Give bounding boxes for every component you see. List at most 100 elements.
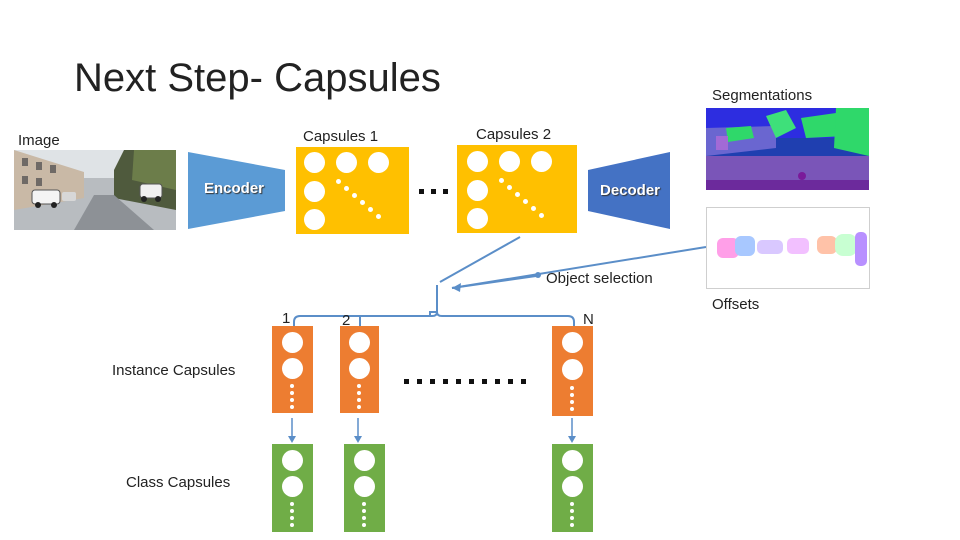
ellipsis-dot <box>344 186 349 191</box>
capsule-circle <box>467 208 488 229</box>
ellipsis-dot <box>362 509 366 513</box>
instance-index-2: 2 <box>342 312 351 329</box>
ellipsis-dot <box>290 516 294 520</box>
connector-lines <box>293 236 707 326</box>
ellipsis-dot <box>570 509 574 513</box>
decoder-label: Decoder <box>600 182 661 199</box>
ellipsis-dot <box>531 206 536 211</box>
ellipsis-dot <box>570 502 574 506</box>
ellipsis-dot <box>482 379 487 384</box>
ellipsis-dot <box>417 379 422 384</box>
ellipsis-dot <box>508 379 513 384</box>
ellipsis-dot <box>357 384 361 388</box>
instance-capsule-2 <box>340 326 379 413</box>
capsule-circle <box>531 151 552 172</box>
ellipsis-dot <box>570 516 574 520</box>
ellipsis-dot <box>521 379 526 384</box>
object-selection-point <box>535 272 541 278</box>
ellipsis-dot <box>570 386 574 390</box>
capsule-circle <box>354 450 375 471</box>
image-label: Image <box>18 132 60 149</box>
ellipsis-dot <box>430 379 435 384</box>
ellipsis-dot <box>290 509 294 513</box>
ellipsis-dot <box>539 213 544 218</box>
capsule-circle <box>368 152 389 173</box>
capsule-circle <box>499 151 520 172</box>
ellipsis-dot <box>336 179 341 184</box>
ellipsis-dot <box>419 189 424 194</box>
ellipsis-dot <box>290 384 294 388</box>
ellipsis-dot <box>507 185 512 190</box>
class-capsule-2 <box>344 444 385 532</box>
class-capsule-n <box>552 444 593 532</box>
capsule-circle <box>282 476 303 497</box>
capsule-circle <box>349 358 370 379</box>
ellipsis-dot <box>290 523 294 527</box>
capsule-circle <box>304 181 325 202</box>
ellipsis-dot <box>362 516 366 520</box>
ellipsis-dot <box>362 502 366 506</box>
capsule-circle <box>282 358 303 379</box>
ellipsis-dot <box>469 379 474 384</box>
ellipsis-dot <box>570 523 574 527</box>
ellipsis-dot <box>360 200 365 205</box>
offsets-label: Offsets <box>712 296 760 313</box>
ellipsis-dot <box>362 523 366 527</box>
slide-title: Next Step- Capsules <box>74 56 441 100</box>
instance-index-1: 1 <box>282 310 291 327</box>
capsule-circle <box>304 152 325 173</box>
ellipsis-dot <box>376 214 381 219</box>
segmentation-output-image <box>706 108 869 190</box>
capsules2-label: Capsules 2 <box>476 126 552 143</box>
encoder-label: Encoder <box>204 180 265 197</box>
capsule-circle <box>562 450 583 471</box>
ellipsis-dot <box>290 398 294 402</box>
instance-capsules-label: Instance Capsules <box>112 362 236 379</box>
offsets-output-image <box>706 207 870 289</box>
ellipsis-dot <box>290 502 294 506</box>
capsule-circle <box>562 359 583 380</box>
ellipsis-dot <box>443 379 448 384</box>
capsules1-label: Capsules 1 <box>303 128 379 145</box>
capsule-circle <box>349 332 370 353</box>
ellipsis-dot <box>456 379 461 384</box>
ellipsis-dot <box>443 189 448 194</box>
object-selection-label: Object selection <box>546 270 653 287</box>
input-street-image <box>14 150 176 230</box>
ellipsis-dot <box>515 192 520 197</box>
ellipsis-dot <box>570 393 574 397</box>
ellipsis-dot <box>357 405 361 409</box>
decoder-block <box>588 152 670 229</box>
ellipsis-dot <box>570 400 574 404</box>
ellipsis-dot <box>431 189 436 194</box>
class-capsule-1 <box>272 444 313 532</box>
capsules2-grid <box>457 145 577 233</box>
capsule-circle <box>562 332 583 353</box>
capsule-circle <box>304 209 325 230</box>
capsule-circle <box>562 476 583 497</box>
capsule-circle <box>354 476 375 497</box>
instance-to-class-arrows <box>291 418 573 437</box>
instance-capsule-1 <box>272 326 313 413</box>
ellipsis-dot <box>523 199 528 204</box>
ellipsis-dot <box>290 405 294 409</box>
instance-index-n: N <box>583 311 594 328</box>
capsule-circle <box>282 450 303 471</box>
segmentations-label: Segmentations <box>712 87 813 104</box>
ellipsis-dot <box>357 398 361 402</box>
ellipsis-dot <box>368 207 373 212</box>
capsule-circle <box>282 332 303 353</box>
capsule-circle <box>336 152 357 173</box>
instance-capsule-n <box>552 326 593 416</box>
capsule-circle <box>467 151 488 172</box>
ellipsis-dot <box>570 407 574 411</box>
class-capsules-label: Class Capsules <box>126 474 231 491</box>
ellipsis-dot <box>404 379 409 384</box>
capsule-circle <box>467 180 488 201</box>
encoder-block <box>188 152 285 229</box>
ellipsis-dot <box>499 178 504 183</box>
capsules1-grid <box>296 147 409 234</box>
ellipsis-dot <box>495 379 500 384</box>
ellipsis-dot <box>357 391 361 395</box>
